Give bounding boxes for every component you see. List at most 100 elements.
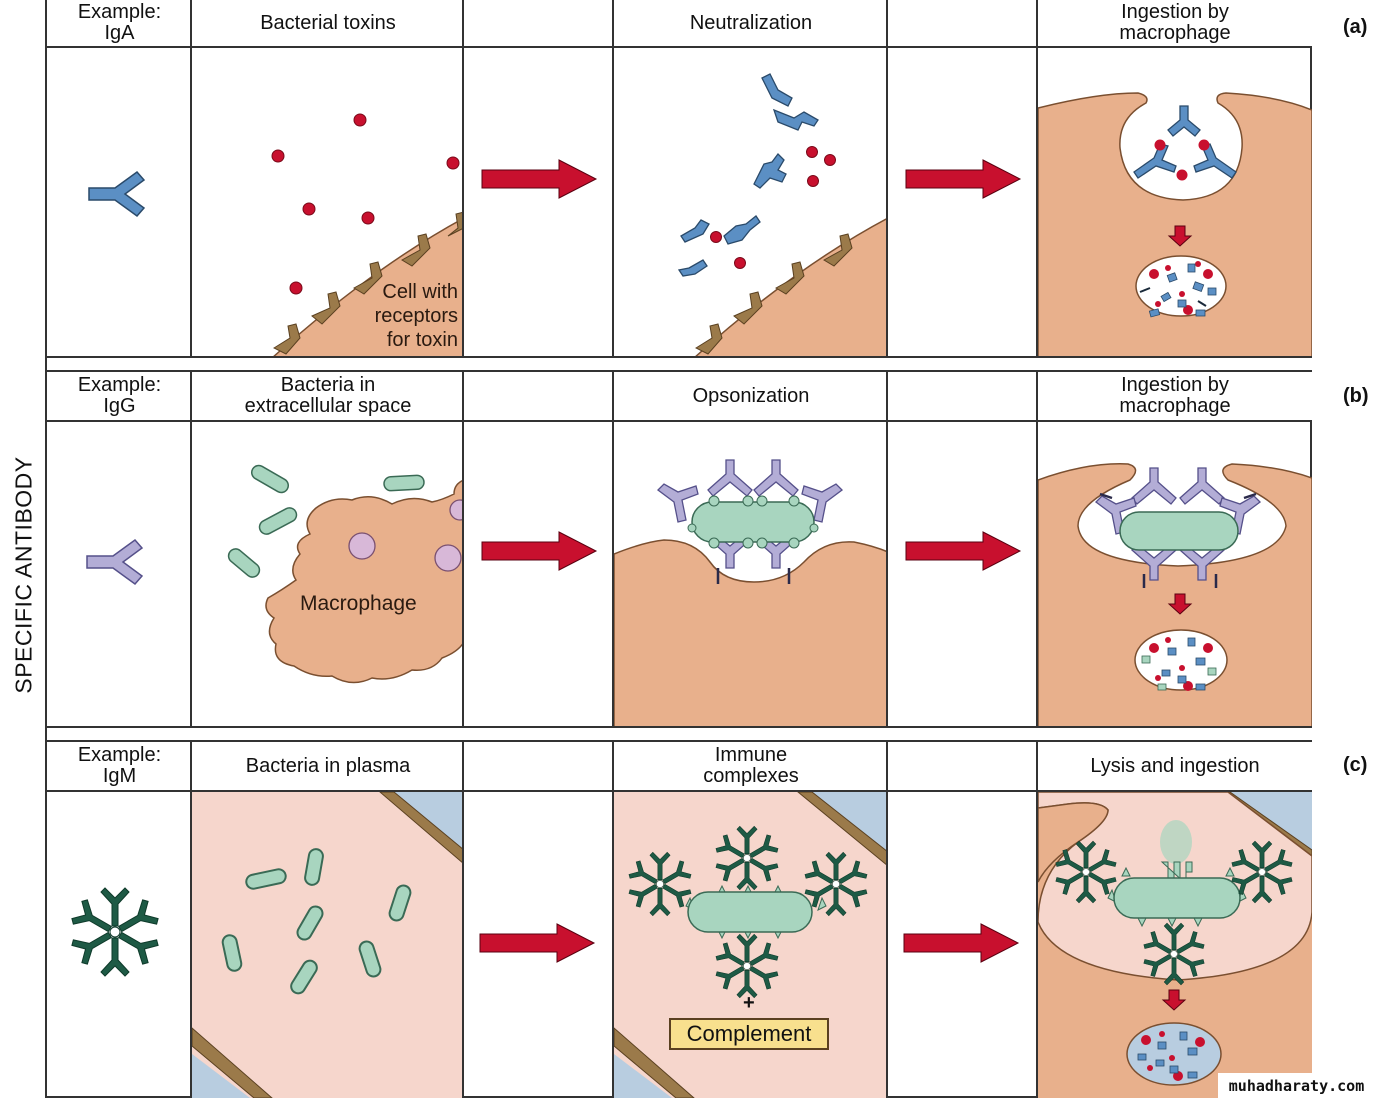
toxin-panel: Cell with receptors for toxin	[192, 48, 464, 358]
macrophage-illustration	[227, 464, 464, 684]
grid-line	[612, 740, 614, 1098]
header-title-line: macrophage	[1119, 22, 1231, 44]
grid-line	[190, 0, 192, 358]
annotation-line: receptors	[374, 305, 458, 327]
annotation-line: Cell with	[382, 281, 458, 303]
header-col3: Opsonization	[614, 370, 888, 422]
right-arrow-icon	[905, 531, 1022, 571]
antibody-name: IgM	[102, 765, 137, 787]
header-col1: Bacteria in plasma	[192, 740, 464, 792]
right-arrow-icon	[905, 159, 1022, 199]
antibody-name: IgG	[103, 395, 136, 417]
header-col4	[888, 740, 1038, 792]
grid-line	[190, 370, 192, 728]
neutralization-panel	[614, 48, 888, 358]
igm-antibody-icon	[69, 887, 161, 977]
example-label: Example:	[77, 744, 162, 766]
cell-annotation: Cell with receptors for toxin	[375, 280, 458, 352]
right-arrow-icon	[481, 531, 598, 571]
grid-line	[462, 370, 464, 728]
header-title-line: extracellular space	[244, 395, 412, 417]
grid-line	[1036, 370, 1038, 728]
grid-line	[1036, 0, 1038, 358]
complement-label: Complement	[669, 1018, 829, 1050]
header-title-line: macrophage	[1119, 395, 1231, 417]
grid-line	[612, 370, 614, 728]
row-tag-a: (a)	[1343, 16, 1368, 38]
header-col2	[464, 740, 614, 792]
grid-line	[1036, 740, 1038, 1098]
ingestion-panel	[1038, 422, 1312, 728]
example-label: Example:	[77, 374, 162, 396]
plus-sign: +	[743, 992, 755, 1014]
annotation-line: for toxin	[386, 329, 458, 351]
header-col2	[464, 0, 614, 48]
arrow-cell	[888, 48, 1038, 358]
arrow-cell	[464, 48, 614, 358]
macrophage-label: Macrophage	[300, 592, 417, 615]
row-a: Example:IgA Bacterial toxins Neutralizat…	[47, 0, 1312, 358]
header-title: Opsonization	[692, 384, 810, 407]
arrow-cell	[464, 792, 614, 1098]
right-arrow-icon	[903, 923, 1020, 963]
antibody-cell	[47, 792, 192, 1098]
igg-antibody-icon	[86, 538, 144, 586]
right-arrow-icon	[479, 923, 596, 963]
row-separator	[47, 356, 1312, 370]
right-arrow-icon	[481, 159, 598, 199]
ingestion-panel	[1038, 48, 1312, 358]
grid-line	[886, 370, 888, 728]
arrow-cell	[888, 792, 1038, 1098]
lysis-illustration	[1038, 792, 1312, 1098]
header-title-line: complexes	[703, 765, 799, 787]
row-tag-c: (c)	[1343, 754, 1368, 776]
grid-line	[462, 0, 464, 358]
opsonization-panel	[614, 422, 888, 728]
row-tag-b: (b)	[1343, 385, 1369, 407]
header-title-line: Immune	[714, 744, 788, 766]
antibody-name: IgA	[104, 22, 135, 44]
header-col2	[464, 370, 614, 422]
header-title: Lysis and ingestion	[1090, 754, 1260, 777]
header-col3: Neutralization	[614, 0, 888, 48]
antibody-cell	[47, 48, 192, 358]
antibody-cell	[47, 422, 192, 728]
grid-line	[190, 740, 192, 1098]
grid-line	[886, 0, 888, 358]
immune-complex-panel: + Complement	[614, 792, 888, 1098]
header-example: Example:IgA	[47, 0, 192, 48]
row-separator	[47, 726, 1312, 740]
macrophage-panel: Macrophage	[192, 422, 464, 728]
arrow-cell	[464, 422, 614, 728]
header-col1: Bacterial toxins	[192, 0, 464, 48]
iga-antibody-icon	[88, 170, 146, 218]
grid-line	[462, 740, 464, 1098]
header-title: Bacteria in plasma	[245, 754, 411, 777]
header-col4	[888, 0, 1038, 48]
example-label: Example:	[77, 1, 162, 23]
toxin-illustration	[270, 113, 464, 358]
ingestion-illustration	[1038, 463, 1312, 728]
immune-complex-illustration	[614, 792, 888, 1098]
header-example: Example:IgG	[47, 370, 192, 422]
plasma-panel	[192, 792, 464, 1098]
header-col5: Lysis and ingestion	[1038, 740, 1312, 792]
lysis-panel	[1038, 792, 1312, 1098]
opsonization-illustration	[614, 459, 888, 728]
ingestion-illustration	[1038, 92, 1312, 358]
header-example: Example:IgM	[47, 740, 192, 792]
header-title-line: Bacteria in	[280, 374, 376, 396]
neutralization-illustration	[677, 73, 888, 358]
watermark: muhadharaty.com	[1218, 1073, 1375, 1100]
grid-line	[612, 0, 614, 358]
header-title: Bacterial toxins	[260, 11, 396, 34]
header-col4	[888, 370, 1038, 422]
side-label-panel: SPECIFIC ANTIBODY	[0, 0, 47, 1098]
header-title-line: Ingestion by	[1121, 1, 1229, 23]
